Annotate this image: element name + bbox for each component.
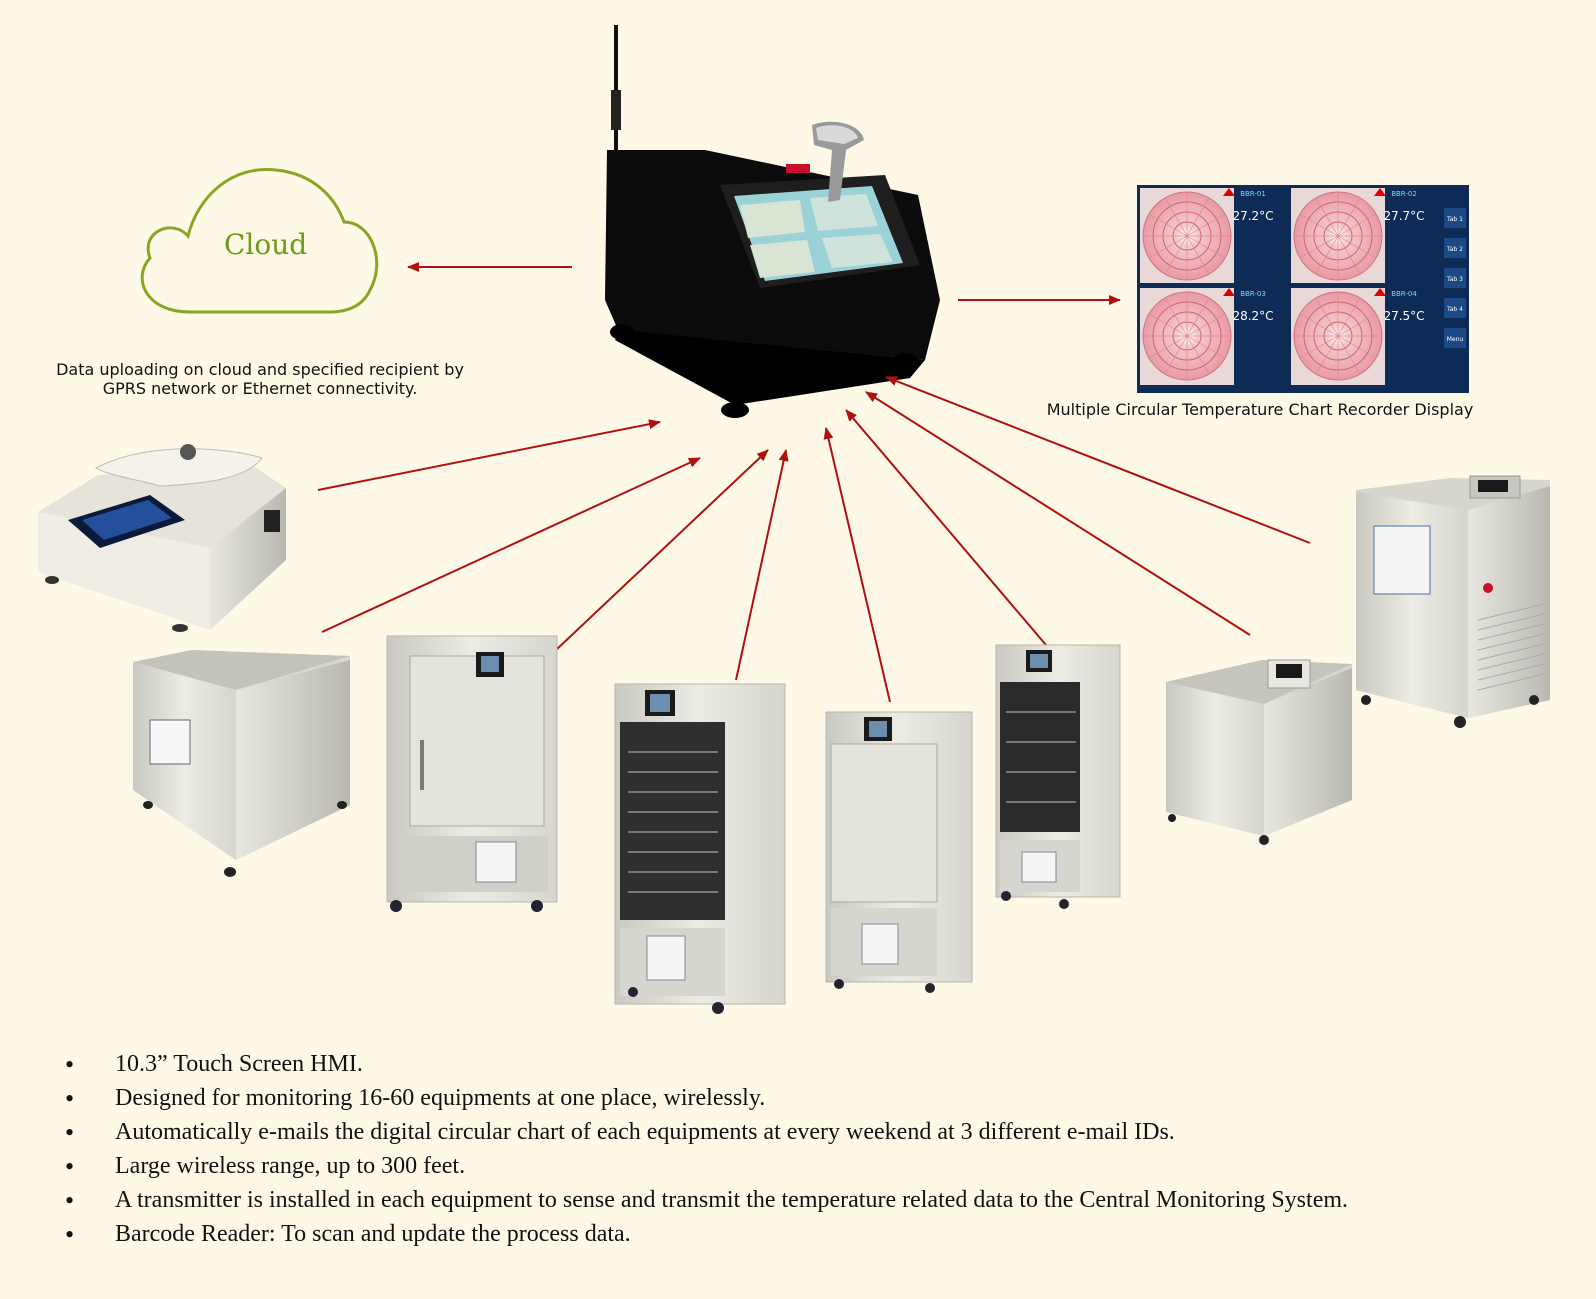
panel-id: BBR-03 [1240,290,1266,298]
feature-item: Barcode Reader: To scan and update the p… [60,1220,1560,1249]
circular-chart-2 [1293,188,1386,281]
feature-item: Automatically e-mails the digital circul… [60,1118,1560,1147]
feature-item: 10.3” Touch Screen HMI. [60,1050,1560,1079]
arrow-fridge-3 [823,427,891,703]
display-tab-label: Tab 3 [1446,276,1463,283]
display-tab-label: Tab 2 [1446,246,1463,253]
feature-list: 10.3” Touch Screen HMI. Designed for mon… [60,1050,1560,1254]
display-tab-button[interactable] [1444,268,1466,288]
central-monitoring-unit [605,25,940,418]
circular-chart-3 [1142,288,1235,381]
panel-id: BBR-04 [1391,290,1417,298]
circular-chart-1 [1142,188,1235,281]
panel-temperature: 27.7°C [1383,209,1424,223]
panel-temperature: 28.2°C [1232,309,1273,323]
display-tab-label: Menu [1447,336,1464,343]
arrow-cryo-cabinet [321,457,701,633]
fridge-unit-1 [386,635,558,912]
arrow-water-bath [865,391,1251,636]
display-tab-button[interactable] [1444,298,1466,318]
water-bath-unit [1166,659,1352,845]
feature-item: Designed for monitoring 16-60 equipments… [60,1084,1560,1113]
display-tab-label: Tab 4 [1446,306,1463,313]
arrow-chiller [885,376,1311,544]
display-tab-button[interactable] [1444,328,1466,348]
display-tab-label: Tab 1 [1446,216,1463,223]
arrow-centrifuge [317,419,661,491]
display-tab-button[interactable] [1444,208,1466,228]
cryo-cabinet-unit [133,650,350,877]
connection-arrows [317,262,1311,703]
fridge-unit-4 [995,644,1121,909]
display-caption: Multiple Circular Temperature Chart Reco… [1046,400,1474,419]
arrow-fridge-4 [845,409,1047,646]
panel-id: BBR-02 [1391,190,1417,198]
panel-temperature: 27.2°C [1232,209,1273,223]
panel-id: BBR-01 [1240,190,1266,198]
circular-chart-4 [1293,288,1386,381]
feature-item: Large wireless range, up to 300 feet. [60,1152,1560,1181]
fridge-unit-2 [614,683,786,1014]
chiller-unit [1356,475,1550,728]
cloud-icon [140,167,379,314]
feature-item: A transmitter is installed in each equip… [60,1186,1560,1215]
panel-temperature: 27.5°C [1383,309,1424,323]
cloud-label: Cloud [224,228,308,261]
fridge-unit-3 [825,711,973,993]
display-tab-button[interactable] [1444,238,1466,258]
centrifuge-unit [38,444,286,632]
cloud-description: Data uploading on cloud and specified re… [56,360,464,398]
arrow-fridge-2 [735,449,789,681]
arrow-fridge-1 [555,449,769,651]
temperature-chart-display: BBR-01 27.2°C BBR-02 27.7°C BBR-03 28.2°C BBR-… [1137,185,1469,393]
barcode-scanner-icon [812,121,864,202]
